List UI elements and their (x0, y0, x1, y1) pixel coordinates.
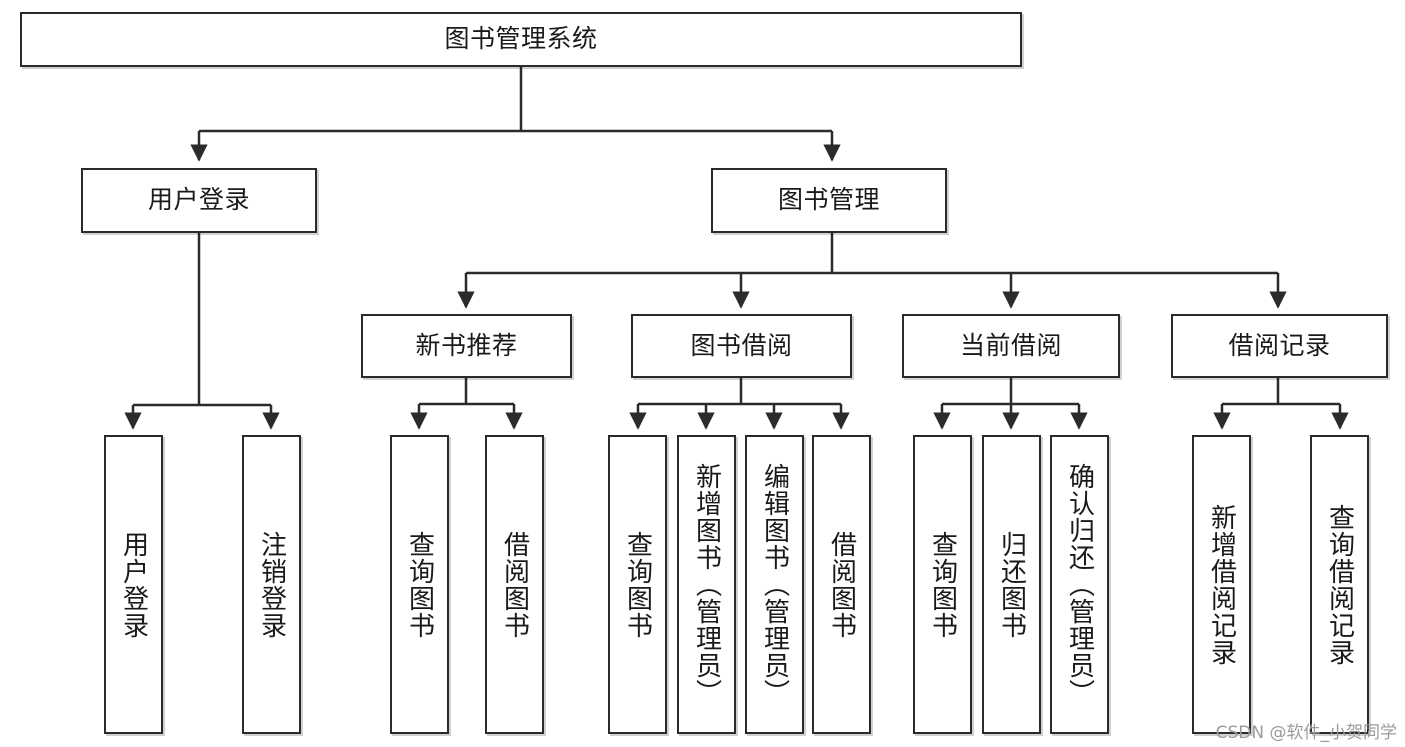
node-current-borrow-label: 当前借阅 (959, 330, 1062, 360)
leaf-recommend-borrow-book-label: 借阅图书 (499, 530, 530, 639)
node-book-borrow[interactable]: 图书借阅 (631, 314, 852, 378)
leaf-recommend-query-book[interactable]: 查询图书 (390, 435, 449, 734)
leaf-recommend-query-book-label: 查询图书 (404, 530, 435, 639)
leaf-bb-add-book-label: 新增图书（管理员） (691, 463, 722, 706)
leaf-br-add-record[interactable]: 新增借阅记录 (1192, 435, 1251, 734)
node-borrow-record-label: 借阅记录 (1228, 330, 1331, 360)
leaf-logout-label: 注销登录 (256, 530, 287, 639)
leaf-br-query-record-label: 查询借阅记录 (1324, 503, 1355, 666)
leaf-bb-edit-book[interactable]: 编辑图书（管理员） (745, 435, 804, 734)
node-borrow-record[interactable]: 借阅记录 (1171, 314, 1388, 378)
leaf-recommend-borrow-book[interactable]: 借阅图书 (485, 435, 544, 734)
leaf-cb-confirm-return-label: 确认归还（管理员） (1064, 463, 1095, 706)
leaf-bb-borrow-book[interactable]: 借阅图书 (812, 435, 871, 734)
leaf-user-login-label: 用户登录 (118, 530, 149, 639)
leaf-cb-query-book[interactable]: 查询图书 (913, 435, 972, 734)
leaf-bb-add-book[interactable]: 新增图书（管理员） (677, 435, 736, 734)
leaf-cb-return-book-label: 归还图书 (996, 530, 1027, 639)
leaf-bb-edit-book-label: 编辑图书（管理员） (759, 463, 790, 706)
leaf-br-query-record[interactable]: 查询借阅记录 (1310, 435, 1369, 734)
node-new-book-recommend[interactable]: 新书推荐 (361, 314, 572, 378)
node-root-label: 图书管理系统 (444, 24, 598, 54)
leaf-br-add-record-label: 新增借阅记录 (1206, 503, 1237, 666)
leaf-user-login[interactable]: 用户登录 (104, 435, 163, 734)
watermark: CSDN @软件_小贺同学 (1215, 723, 1397, 743)
leaf-bb-query-book[interactable]: 查询图书 (608, 435, 667, 734)
node-book-borrow-label: 图书借阅 (690, 330, 793, 360)
node-book-manage[interactable]: 图书管理 (711, 168, 947, 233)
node-current-borrow[interactable]: 当前借阅 (902, 314, 1120, 378)
leaf-cb-return-book[interactable]: 归还图书 (982, 435, 1041, 734)
leaf-logout[interactable]: 注销登录 (242, 435, 301, 734)
node-root[interactable]: 图书管理系统 (20, 12, 1022, 67)
node-user-login[interactable]: 用户登录 (81, 168, 317, 233)
leaf-cb-confirm-return[interactable]: 确认归还（管理员） (1050, 435, 1109, 734)
node-new-book-recommend-label: 新书推荐 (415, 330, 518, 360)
node-book-manage-label: 图书管理 (777, 185, 880, 215)
node-user-login-label: 用户登录 (147, 185, 250, 215)
leaf-bb-borrow-book-label: 借阅图书 (826, 530, 857, 639)
leaf-bb-query-book-label: 查询图书 (622, 530, 653, 639)
leaf-cb-query-book-label: 查询图书 (927, 530, 958, 639)
